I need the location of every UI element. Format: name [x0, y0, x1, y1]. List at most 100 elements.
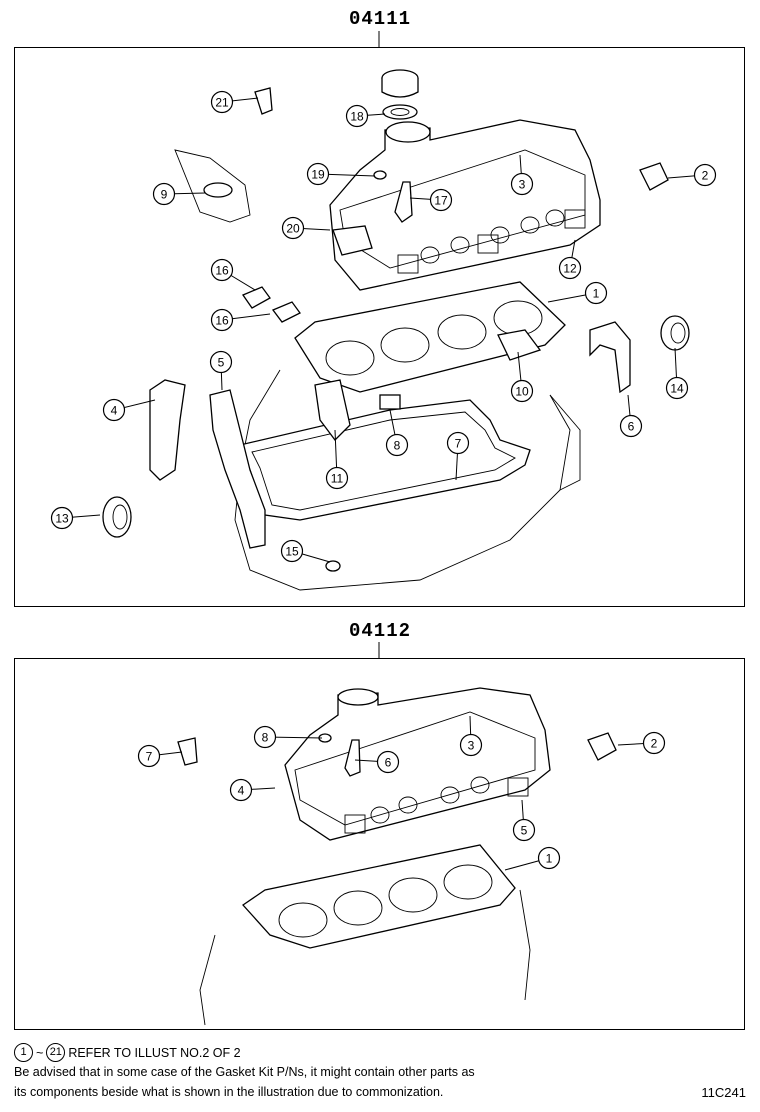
kit-04111-parts	[102, 69, 690, 591]
water-inlet-gasket-drawing	[314, 379, 351, 441]
oil-seal-14-drawing	[660, 315, 690, 351]
callout-number: 3	[468, 739, 475, 753]
cover-gasket-inner-2	[294, 711, 536, 826]
callout-circle	[665, 376, 689, 400]
callout-circle	[209, 350, 233, 374]
callout-04111-12: 12	[558, 239, 582, 280]
callout-04111-16: 16	[210, 258, 256, 291]
callout-circle	[325, 466, 349, 490]
callout-04112-4: 4	[229, 778, 276, 802]
block-rear-outline	[549, 394, 581, 491]
callout-circle	[281, 216, 305, 240]
callout-number: 13	[55, 512, 69, 526]
refer-text: REFER TO ILLUST NO.2 OF 2	[68, 1045, 241, 1060]
callout-circle	[446, 431, 470, 455]
oil-pan-gasket-drawing	[239, 399, 531, 521]
cylinder-head-cover-drawing	[329, 119, 601, 291]
callout-number: 4	[238, 784, 245, 798]
plug-21-drawing	[254, 87, 273, 115]
kit-part-number-04112: 04112	[349, 620, 412, 642]
callout-number: 12	[563, 262, 577, 276]
callout-circle	[510, 379, 534, 403]
callout-04111-14: 14	[665, 347, 689, 400]
callout-04112-5: 5	[512, 799, 536, 842]
plug-7-drawing	[177, 737, 198, 766]
callout-04111-5: 5	[209, 350, 233, 391]
block-outline-2b	[519, 889, 531, 1001]
callout-04111-21: 21	[210, 90, 259, 114]
kit-04111-illustration-frame	[14, 47, 745, 607]
callout-circle	[210, 308, 234, 332]
callout-circle	[210, 90, 234, 114]
callout-circle	[229, 778, 253, 802]
callout-number: 6	[628, 420, 635, 434]
callout-number: 2	[651, 737, 658, 751]
kit-04112-parts	[177, 687, 617, 1026]
callout-circle	[558, 256, 582, 280]
callout-circle	[102, 398, 126, 422]
callout-circle	[459, 733, 483, 757]
callout-04112-7: 7	[137, 744, 183, 768]
callout-04111-10: 10	[510, 351, 534, 403]
oil-filler-neck-2	[337, 688, 379, 706]
callout-circle	[376, 750, 400, 774]
callout-circle	[280, 539, 304, 563]
range-separator: ~	[36, 1045, 44, 1060]
advice-line-1: Be advised that in some case of the Gask…	[14, 1065, 475, 1079]
water-pump-gasket-drawing	[497, 329, 542, 361]
callout-circle	[510, 172, 534, 196]
thermostat-gasket-drawing-2	[587, 732, 617, 761]
callout-number: 4	[111, 404, 118, 418]
callout-04112-8: 8	[253, 725, 323, 749]
callout-04112-1: 1	[504, 846, 561, 871]
range-reference-note: 1 ~ 21 REFER TO ILLUST NO.2 OF 2	[14, 1043, 241, 1062]
callout-circle	[137, 744, 161, 768]
callout-04111-18: 18	[345, 104, 386, 128]
callout-number: 10	[515, 385, 529, 399]
callout-circle	[584, 281, 608, 305]
illustration-code: 11C241	[701, 1085, 746, 1100]
callout-04112-3: 3	[459, 715, 483, 757]
callout-circle	[152, 182, 176, 206]
callout-number: 7	[455, 437, 462, 451]
thermostat-gasket-drawing	[639, 162, 669, 191]
callout-number: 15	[285, 545, 299, 559]
callout-04111-1: 1	[547, 281, 608, 305]
callout-number: 5	[521, 824, 528, 838]
callout-number: 3	[519, 178, 526, 192]
callout-04111-7: 7	[446, 431, 470, 481]
callout-circle	[619, 414, 643, 438]
callout-04111-19: 19	[306, 162, 376, 186]
callout-circle	[693, 163, 717, 187]
callout-number: 7	[146, 750, 153, 764]
carburetor-gasket-b	[271, 301, 301, 323]
callout-circle	[537, 846, 561, 870]
callout-circle	[210, 258, 234, 282]
callout-number: 17	[434, 194, 448, 208]
callout-04111-8: 8	[385, 409, 409, 457]
callout-04111-3: 3	[510, 154, 534, 196]
callout-number: 11	[331, 472, 344, 486]
callout-circle	[512, 818, 536, 842]
callout-number: 19	[311, 168, 325, 182]
oil-pan-gasket-inner	[251, 411, 516, 511]
range-start-circle: 1	[14, 1043, 33, 1062]
rear-retainer-gasket-drawing	[589, 321, 631, 394]
callout-circle	[345, 104, 369, 128]
advice-line-2: its components beside what is shown in t…	[14, 1085, 444, 1099]
callout-number: 16	[215, 314, 229, 328]
callout-04111-4: 4	[102, 398, 156, 422]
callout-number: 18	[350, 110, 364, 124]
callout-04111-20: 20	[281, 216, 331, 240]
callout-number: 8	[262, 731, 269, 745]
kit-part-number-04111: 04111	[349, 8, 412, 30]
oil-filler-cap-drawing	[381, 69, 419, 120]
callout-04111-11: 11	[325, 429, 349, 490]
timing-cover-gasket-4	[149, 379, 186, 481]
intake-ports-2	[344, 776, 529, 834]
callout-04111-17: 17	[409, 188, 453, 212]
callout-04111-6: 6	[619, 394, 643, 438]
gasket-9-drawing	[203, 182, 233, 198]
callout-circle	[642, 731, 666, 755]
drain-gasket-15-drawing	[325, 560, 341, 572]
